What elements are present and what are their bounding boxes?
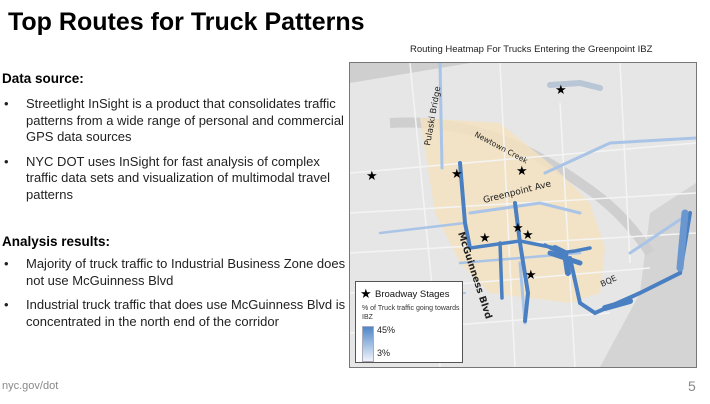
footer-url[interactable]: nyc.gov/dot xyxy=(2,380,59,392)
star-icon: ★ xyxy=(512,221,524,236)
map-legend: ★ Broadway Stages % of Truck traffic goi… xyxy=(355,281,463,363)
legend-subtitle: % of Truck traffic going towards IBZ xyxy=(362,305,460,321)
data-source-list: Streetlight InSight is a product that co… xyxy=(2,96,347,211)
star-icon: ★ xyxy=(360,286,372,301)
slide-title: Top Routes for Truck Patterns xyxy=(8,8,365,36)
data-source-heading: Data source: xyxy=(2,71,84,86)
legend-max-value: 45% xyxy=(377,325,396,335)
star-icon: ★ xyxy=(479,231,491,246)
star-icon: ★ xyxy=(366,169,378,184)
analysis-list: Majority of truck traffic to Industrial … xyxy=(2,256,347,338)
page-number: 5 xyxy=(688,378,696,394)
list-item: Industrial truck traffic that does use M… xyxy=(2,297,347,330)
map-caption: Routing Heatmap For Trucks Entering the … xyxy=(410,44,653,55)
broadway-stages-markers: ★ ★ ★ ★ ★ ★ ★ ★ xyxy=(366,83,567,283)
star-icon: ★ xyxy=(522,228,534,243)
list-item: Streetlight InSight is a product that co… xyxy=(2,96,347,146)
list-item: Majority of truck traffic to Industrial … xyxy=(2,256,347,289)
star-icon: ★ xyxy=(451,167,463,182)
analysis-heading: Analysis results: xyxy=(2,234,111,249)
list-item: NYC DOT uses InSight for fast analysis o… xyxy=(2,154,347,204)
legend-min-value: 3% xyxy=(377,348,391,358)
star-icon: ★ xyxy=(516,164,528,179)
star-icon: ★ xyxy=(525,268,537,283)
star-icon: ★ xyxy=(555,83,567,98)
legend-color-scale xyxy=(362,326,374,362)
routes-dark xyxy=(458,161,692,323)
legend-star-label: Broadway Stages xyxy=(375,289,450,300)
water-area xyxy=(600,183,696,367)
heatmap-map: ★ ★ ★ ★ ★ ★ ★ ★ Pulaski Bridge Newtown C… xyxy=(349,62,697,368)
